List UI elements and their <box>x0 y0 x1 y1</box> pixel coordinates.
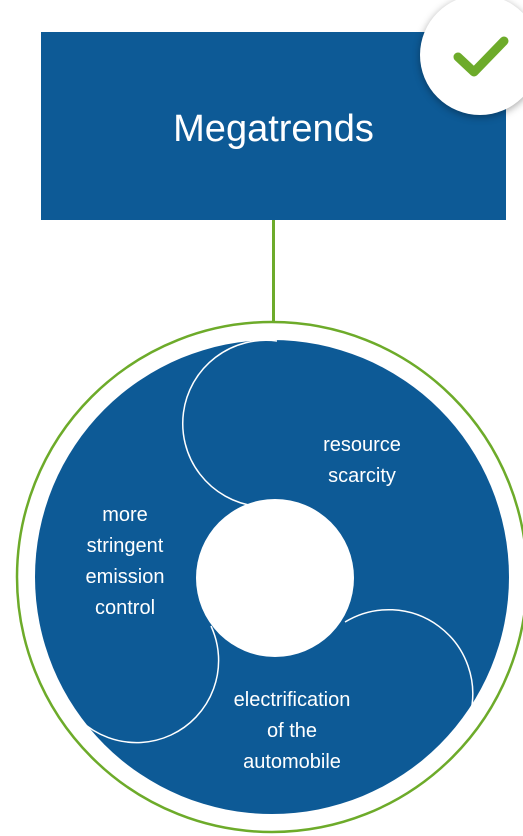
megatrends-title: Megatrends <box>173 107 374 150</box>
segment-label-emission-control: more stringent emission control <box>85 504 165 619</box>
divider-arc-top <box>182 339 278 507</box>
outer-ring <box>15 320 523 834</box>
segment-label-resource-scarcity: resource scarcity <box>323 434 401 487</box>
connector-line <box>272 220 275 323</box>
checkmark-icon <box>453 36 509 77</box>
segment-label-electrification: electrification of the automobile <box>233 689 351 773</box>
center-hub <box>196 499 354 657</box>
divider-arc-left <box>61 625 220 744</box>
check-badge <box>420 0 523 115</box>
divider-arc-right <box>344 608 474 716</box>
